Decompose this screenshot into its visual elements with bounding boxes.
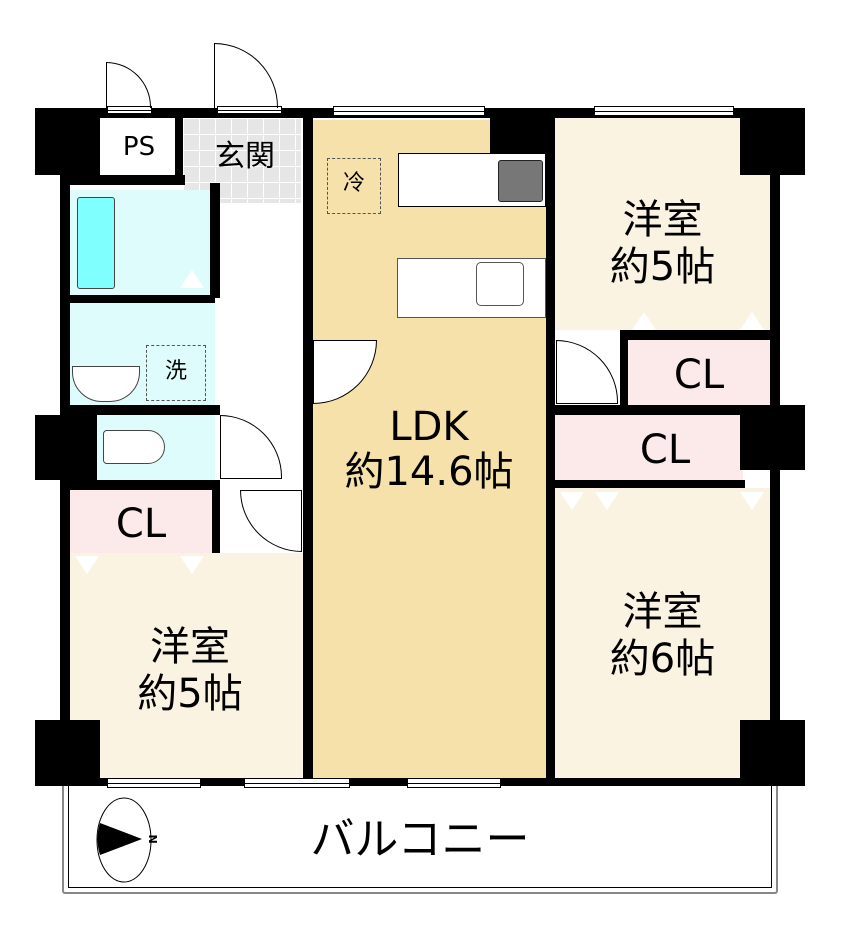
western-top-right-size: 約5帖 [609, 244, 716, 290]
bathtub [77, 197, 115, 289]
window [107, 778, 201, 788]
closet-right-mid [555, 415, 743, 480]
fridge-space [327, 158, 381, 214]
western-left-size: 約5帖 [137, 671, 243, 717]
ldk-size: 約14.6帖 [344, 449, 514, 495]
closet-door-icon [740, 312, 764, 330]
wall [60, 295, 215, 303]
ps-door[interactable] [106, 62, 151, 108]
wall [303, 108, 313, 786]
closet-right-top [628, 340, 770, 405]
window [333, 106, 485, 116]
ps-label: PS [122, 132, 156, 162]
wall [546, 108, 555, 786]
wall [490, 108, 550, 153]
washer-label: 洗 [164, 359, 187, 384]
western-room-left [70, 553, 303, 778]
western-top-right-name: 洋室 [622, 197, 703, 243]
stove-icon [498, 160, 543, 202]
closet-door-icon [740, 492, 764, 510]
window [407, 778, 501, 788]
western-room-bottom-right [555, 488, 770, 778]
ps-room [100, 118, 178, 178]
closet-left-label: CL [115, 501, 167, 547]
room-door[interactable] [240, 490, 302, 552]
entrance-door[interactable] [214, 43, 278, 108]
compass-icon [96, 797, 152, 883]
wall [620, 330, 628, 410]
door-icon [180, 270, 204, 288]
toilet-icon [103, 430, 165, 464]
fridge-label: 冷 [342, 171, 365, 196]
western-left-name: 洋室 [150, 624, 230, 670]
wall [35, 108, 100, 175]
closet-left [70, 490, 212, 553]
wall [60, 405, 220, 415]
wall [60, 480, 220, 490]
closet-right-top-label: CL [673, 352, 725, 398]
wall [35, 415, 97, 480]
entrance-label: 玄関 [215, 139, 275, 174]
compass-north-label: N [146, 834, 160, 844]
ldk-name: LDK [389, 404, 469, 450]
western-room-top-right [555, 118, 770, 330]
wall [555, 480, 745, 488]
ldk-room [312, 120, 546, 778]
wall [212, 490, 220, 553]
closet-door-icon [180, 556, 204, 574]
sink-icon [476, 262, 524, 306]
room-door[interactable] [556, 340, 618, 404]
closet-door-icon [595, 492, 619, 510]
toilet-door[interactable] [220, 415, 282, 479]
wall [210, 183, 220, 298]
wall [740, 108, 805, 175]
closet-door-icon [560, 492, 584, 510]
closet-door-icon [75, 556, 99, 574]
wall [60, 175, 185, 185]
closet-right-mid-label: CL [639, 427, 691, 473]
closet-door-icon [632, 312, 656, 330]
wall [740, 720, 805, 785]
wall [555, 405, 745, 415]
western-bottom-right-size: 約6帖 [609, 636, 716, 682]
wall [35, 720, 100, 785]
wall [175, 118, 183, 183]
washer-space [146, 345, 206, 401]
wall [620, 330, 770, 340]
balcony-label: バルコニー [310, 814, 530, 865]
wall [740, 405, 805, 470]
balcony-inner [68, 786, 772, 888]
western-bottom-right-name: 洋室 [622, 589, 703, 635]
balcony [62, 786, 778, 894]
compass-needle [97, 823, 142, 855]
sink-counter [397, 258, 546, 318]
window [594, 106, 734, 116]
wall [770, 175, 780, 775]
entrance-area [183, 118, 301, 203]
window [244, 778, 350, 788]
